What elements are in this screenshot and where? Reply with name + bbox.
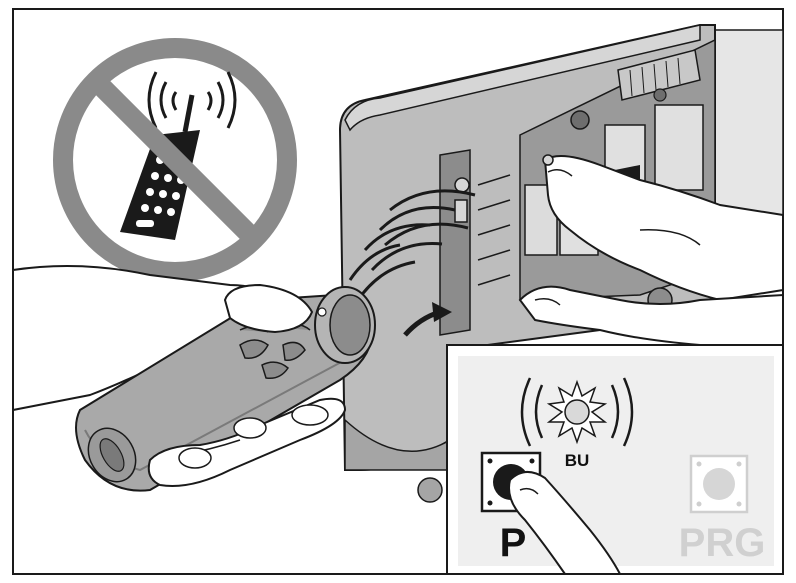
remote-control — [75, 286, 376, 492]
led-flashing-icon — [520, 377, 634, 447]
p-button-label: P — [500, 521, 527, 565]
finger-pressing-p — [508, 471, 622, 575]
vent-slots — [477, 174, 511, 286]
bu-led-label: BU — [565, 451, 590, 470]
pointer-arrow-icon — [403, 302, 452, 337]
hand-with-remote — [12, 265, 376, 492]
radio-waves-icon — [348, 189, 476, 301]
no-mobile-phone-icon — [53, 38, 297, 282]
inset-panel: BU P PRG — [446, 344, 784, 575]
prg-button-label: PRG — [679, 521, 766, 565]
terminal-block — [617, 49, 701, 101]
prg-button[interactable] — [689, 454, 749, 514]
phone-signal-waves — [147, 71, 237, 129]
hand-top-right — [542, 154, 784, 302]
